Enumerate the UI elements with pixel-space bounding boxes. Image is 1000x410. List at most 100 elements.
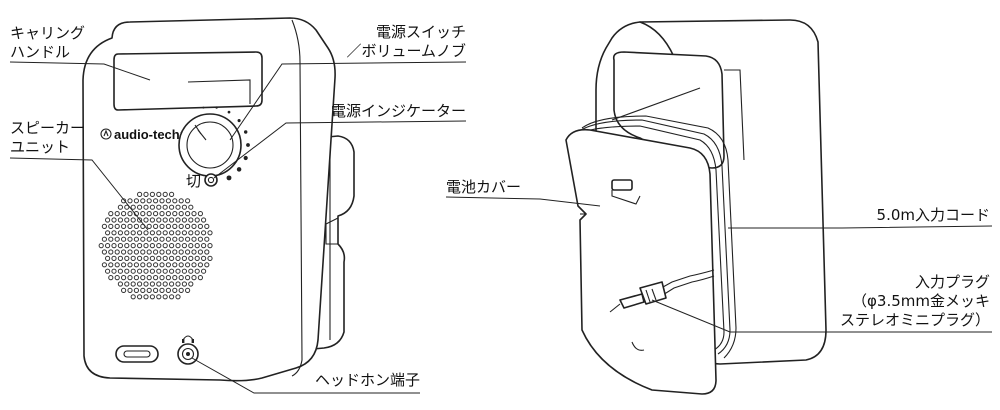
- grille-hole: [140, 249, 146, 255]
- grille-hole: [127, 287, 133, 293]
- grille-hole: [178, 275, 184, 281]
- grille-hole: [140, 236, 146, 242]
- grille-hole: [201, 217, 207, 223]
- grille-hole: [127, 211, 133, 217]
- grille-hole: [191, 223, 197, 229]
- grille-hole: [137, 191, 143, 197]
- grille-hole: [140, 262, 146, 268]
- grille-hole: [194, 217, 200, 223]
- grille-hole: [169, 191, 175, 197]
- speaker-rear-view: [565, 19, 827, 395]
- grille-hole: [172, 211, 178, 217]
- knob-scale-dot: [237, 119, 241, 123]
- label-input-plug-1: 入力プラグ: [915, 273, 990, 291]
- grille-hole: [143, 243, 149, 249]
- grille-hole: [130, 281, 136, 287]
- grille-hole: [111, 243, 117, 249]
- grille-hole: [108, 223, 114, 229]
- grille-hole: [133, 287, 139, 293]
- grille-hole: [153, 262, 159, 268]
- grille-hole: [185, 211, 191, 217]
- grille-hole: [188, 230, 194, 236]
- grille-hole: [165, 198, 171, 204]
- grille-hole: [111, 217, 117, 223]
- grille-hole: [127, 262, 133, 268]
- grille-hole: [146, 198, 152, 204]
- label-speaker-unit-2: ユニット: [10, 138, 70, 156]
- grille-hole: [127, 275, 133, 281]
- grille-hole: [181, 281, 187, 287]
- grille-hole: [194, 255, 200, 261]
- grille-hole: [156, 294, 162, 300]
- grille-hole: [188, 281, 194, 287]
- grille-hole: [137, 230, 143, 236]
- battery-cover: [565, 128, 717, 395]
- leader-battery-cover: [445, 196, 601, 207]
- grille-hole: [172, 236, 178, 242]
- grille-hole: [117, 255, 124, 261]
- label-power-switch-2: ／ボリュームノブ: [346, 42, 466, 60]
- grille-hole: [162, 243, 168, 249]
- grille-hole: [124, 204, 130, 210]
- grille-hole: [124, 243, 130, 249]
- grille-hole: [178, 198, 184, 204]
- grille-hole: [146, 236, 152, 242]
- grille-hole: [105, 230, 111, 236]
- grille-hole: [181, 204, 187, 210]
- grille-hole: [121, 287, 127, 293]
- grille-hole: [194, 230, 200, 236]
- grille-hole: [191, 249, 197, 255]
- grille-hole: [165, 249, 171, 255]
- grille-hole: [130, 294, 136, 300]
- grille-hole: [143, 191, 149, 197]
- grille-hole: [143, 281, 149, 287]
- grille-hole: [111, 230, 117, 236]
- grille-hole: [188, 204, 194, 210]
- grille-hole: [181, 230, 187, 236]
- input-cord: [653, 269, 715, 293]
- leader-input-plug: [651, 299, 992, 333]
- leader-headphone-jack: [191, 357, 420, 394]
- grille-hole: [140, 198, 146, 204]
- grille-hole: [149, 294, 155, 300]
- grille-hole: [146, 249, 152, 255]
- grille-hole: [162, 268, 168, 274]
- grille-hole: [165, 275, 171, 281]
- grille-hole: [124, 268, 130, 274]
- label-power-switch-1: 電源スイッチ: [376, 23, 466, 41]
- grille-hole: [124, 281, 130, 287]
- grille-hole: [149, 217, 155, 223]
- grille-hole: [121, 262, 127, 268]
- grille-hole: [133, 262, 139, 268]
- grille-hole: [191, 236, 197, 242]
- grille-hole: [178, 211, 184, 217]
- leader-speaker-unit: [9, 157, 149, 231]
- grille-hole: [162, 217, 168, 223]
- grille-hole: [156, 243, 162, 249]
- grille-hole: [149, 191, 155, 197]
- grille-hole: [105, 217, 111, 223]
- grille-hole: [175, 281, 181, 287]
- grille-hole: [156, 217, 162, 223]
- grille-hole: [127, 198, 133, 204]
- grille-hole: [149, 281, 155, 287]
- grille-hole: [124, 217, 130, 223]
- grille-hole: [146, 223, 152, 229]
- brand-logo-mark: [100, 128, 112, 140]
- grille-hole: [197, 262, 203, 268]
- input-plug: [609, 281, 667, 313]
- grille-hole: [124, 230, 130, 236]
- grille-hole: [194, 243, 200, 249]
- grille-hole: [153, 211, 159, 217]
- grille-hole: [153, 249, 159, 255]
- grille-hole: [165, 262, 171, 268]
- grille-hole: [149, 268, 155, 274]
- grille-hole: [101, 223, 108, 229]
- grille-hole: [156, 204, 162, 210]
- grille-hole: [181, 243, 187, 249]
- grille-hole: [159, 211, 165, 217]
- grille-hole: [143, 268, 149, 274]
- off-mark: 切: [186, 172, 201, 190]
- grille-hole: [204, 223, 210, 229]
